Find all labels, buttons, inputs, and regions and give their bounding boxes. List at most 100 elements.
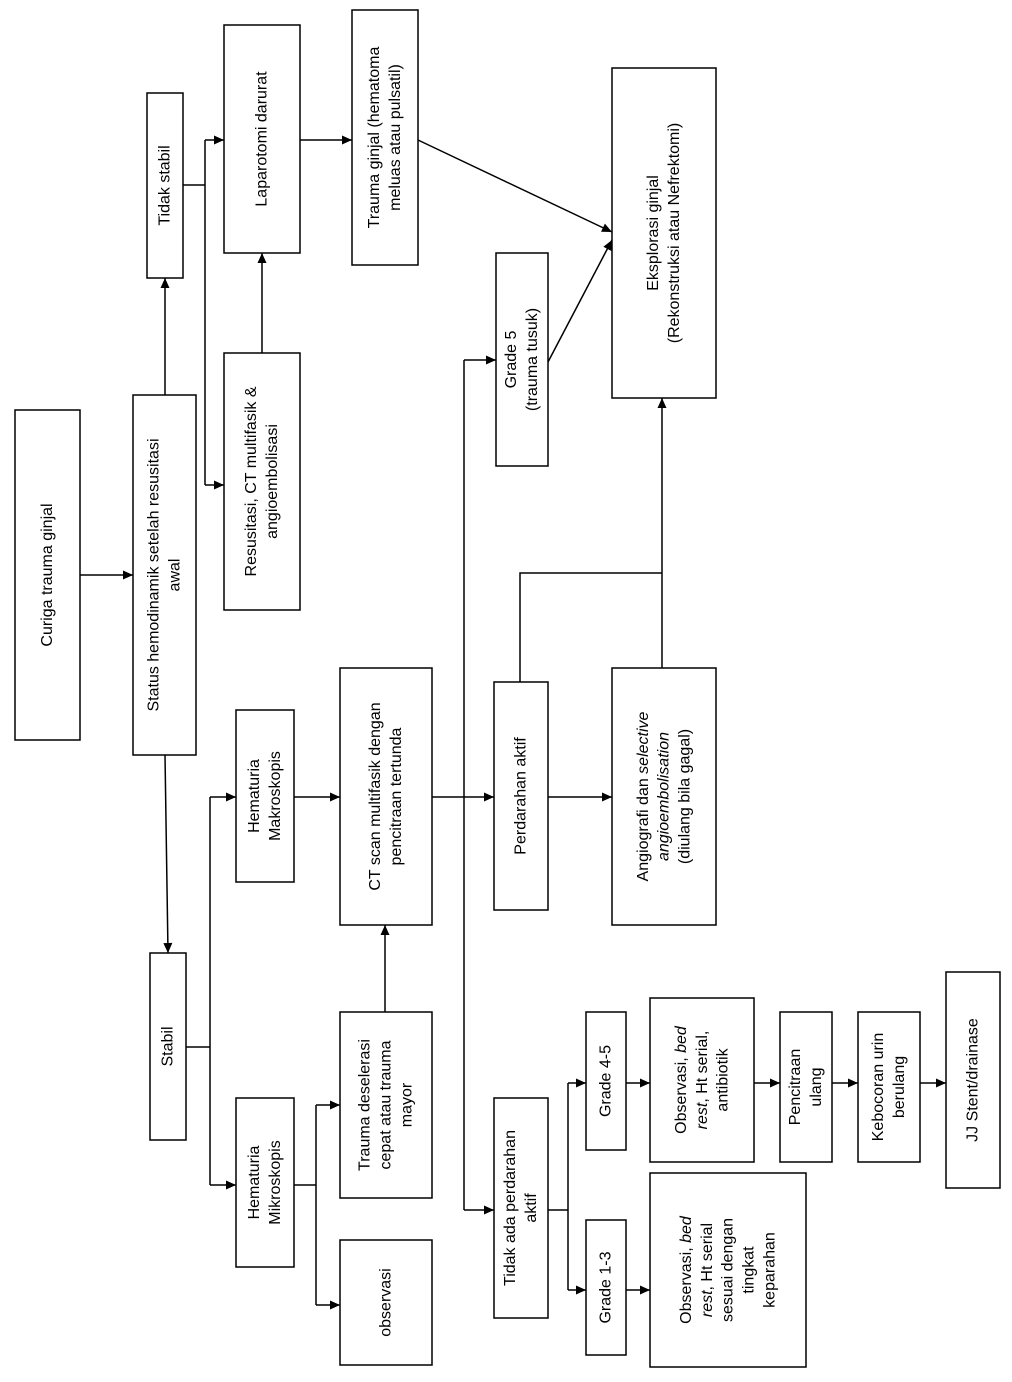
node-box <box>779 1011 833 1163</box>
node-box <box>649 997 755 1163</box>
node-label-line: Status hemodinamik setelah resusitasi <box>146 438 163 711</box>
arrowhead <box>226 1180 236 1190</box>
arrowhead <box>486 355 496 365</box>
arrowhead <box>576 1285 586 1295</box>
node-box <box>149 952 187 1141</box>
arrowhead <box>576 1078 586 1088</box>
node-box <box>146 92 184 279</box>
label-segment: , Ht serial <box>699 1223 716 1291</box>
node-label-line: Grade 4-5 <box>598 1045 615 1117</box>
arrowhead <box>257 253 267 263</box>
node-ct-scan-multifasik: CT scan multifasik dengan pencitraan ter… <box>339 667 433 926</box>
node-label-line: tingkat <box>741 1246 758 1294</box>
node-box <box>339 667 433 926</box>
node-label-line: angioembolisation <box>656 732 673 861</box>
arrowhead <box>123 570 133 580</box>
node-grade-1-3: Grade 1-3 <box>585 1219 627 1356</box>
arrowhead <box>330 1300 340 1310</box>
node-hematuria-makroskopis: Hematuria Makroskopis <box>235 709 295 883</box>
node-label-line: angioembolisasi <box>264 424 281 539</box>
node-status-hemodinamik: Status hemodinamik setelah resusitasi aw… <box>132 394 197 756</box>
node-observasi: observasi <box>339 1239 433 1366</box>
node-observasi-grade-4-5: Observasi, bed rest, Ht serial, antibiot… <box>649 997 755 1163</box>
node-label-line: pencitraan tertunda <box>388 727 405 865</box>
label-segment-italic: rest <box>694 1102 711 1129</box>
arrowhead <box>484 1205 494 1215</box>
node-box <box>857 1011 921 1163</box>
node-label-line: Tidak ada perdarahan <box>502 1130 519 1286</box>
arrowhead <box>601 223 612 232</box>
node-label-line: ulang <box>808 1067 825 1106</box>
label-segment: Observasi, <box>673 1053 690 1134</box>
node-label-line: sesuai dengan <box>720 1218 737 1322</box>
arrowhead <box>214 480 224 490</box>
arrowhead <box>848 1078 858 1088</box>
node-box <box>585 1011 627 1151</box>
node-stabil: Stabil <box>149 952 187 1141</box>
node-box <box>611 67 717 399</box>
node-box <box>339 1011 433 1199</box>
label-segment: Observasi, <box>678 1243 695 1324</box>
node-label-line: antibiotik <box>715 1047 732 1111</box>
node-label-line: Perdarahan aktif <box>513 737 530 855</box>
node-label-line: CT scan multifasik dengan <box>367 702 384 890</box>
node-label-line: (trauma tusuk) <box>524 308 541 411</box>
node-label-line: mayor <box>399 1082 416 1127</box>
node-box <box>339 1239 433 1366</box>
arrowhead <box>657 398 667 408</box>
node-label-line: Hematuria <box>246 759 263 833</box>
node-curiga-trauma-ginjal: Curiga trauma ginjal <box>14 409 81 741</box>
connectors <box>80 135 946 1310</box>
arrowhead <box>640 1285 650 1295</box>
node-hematuria-mikroskopis: Hematuria Mikroskopis <box>235 1097 295 1268</box>
arrow-grade-5-to-eksplorasi <box>547 239 613 363</box>
node-eksplorasi-ginjal: Eksplorasi ginjal (Rekonstruksi atau Nef… <box>611 67 717 399</box>
node-box <box>132 394 197 756</box>
node-box <box>223 24 301 254</box>
arrow-status-to-stabil <box>164 754 169 954</box>
node-label-line: rest, Ht serial, <box>694 1031 711 1130</box>
arrowhead <box>226 792 236 802</box>
node-observasi-grade-1-3: Observasi, bed rest, Ht serial sesuai de… <box>649 1172 807 1368</box>
arrowhead <box>214 135 224 145</box>
node-tidak-ada-perdarahan-aktif: Tidak ada perdarahan aktif <box>493 1097 549 1319</box>
arrowhead <box>380 925 390 935</box>
node-label-line: keparahan <box>762 1232 779 1308</box>
arrowhead <box>640 1078 650 1088</box>
node-box <box>945 971 1001 1189</box>
node-label-line: rest, Ht serial <box>699 1223 716 1317</box>
node-box <box>351 9 419 266</box>
node-label-line: Pencitraan <box>787 1049 804 1126</box>
node-label-line: observasi <box>378 1268 395 1336</box>
node-label-line: Trauma deselerasi <box>357 1039 374 1171</box>
node-label-line: meluas atau pulsatil) <box>387 64 404 211</box>
node-kebocoran-urin: Kebocoran urin berulang <box>857 1011 921 1163</box>
node-label-line: (Rekonstruksi atau Nefrektomi) <box>666 123 683 344</box>
arrowhead <box>603 240 612 251</box>
label-segment-italic: rest <box>699 1290 716 1317</box>
node-box <box>493 1097 549 1319</box>
arrowhead <box>163 942 173 953</box>
arrowhead <box>330 792 340 802</box>
node-label-line: awal <box>167 559 184 592</box>
node-box <box>14 409 81 741</box>
arrowhead <box>342 135 352 145</box>
node-label-line: Kebocoran urin <box>870 1033 887 1142</box>
arrow-trauma-ginjal-to-eksplorasi <box>417 139 613 233</box>
node-label-line: Stabil <box>160 1026 177 1066</box>
node-grade-5: Grade 5 (trauma tusuk) <box>495 252 549 467</box>
node-tidak-stabil: Tidak stabil <box>146 92 184 279</box>
label-segment-italic: bed <box>678 1215 695 1243</box>
label-segment: , Ht serial, <box>694 1031 711 1103</box>
arrowhead <box>160 278 170 288</box>
node-box <box>649 1172 807 1368</box>
label-segment-italic: bed <box>673 1025 690 1053</box>
node-label-line: berulang <box>891 1056 908 1118</box>
node-label-line: Laparotomi darurat <box>254 71 271 207</box>
node-label-line: Curiga trauma ginjal <box>39 503 56 646</box>
node-label-line: Tidak stabil <box>157 145 174 225</box>
node-box <box>585 1219 627 1356</box>
node-label-line: Grade 5 <box>503 330 520 388</box>
node-trauma-deselerasi: Trauma deselerasi cepat atau trauma mayo… <box>339 1011 433 1199</box>
